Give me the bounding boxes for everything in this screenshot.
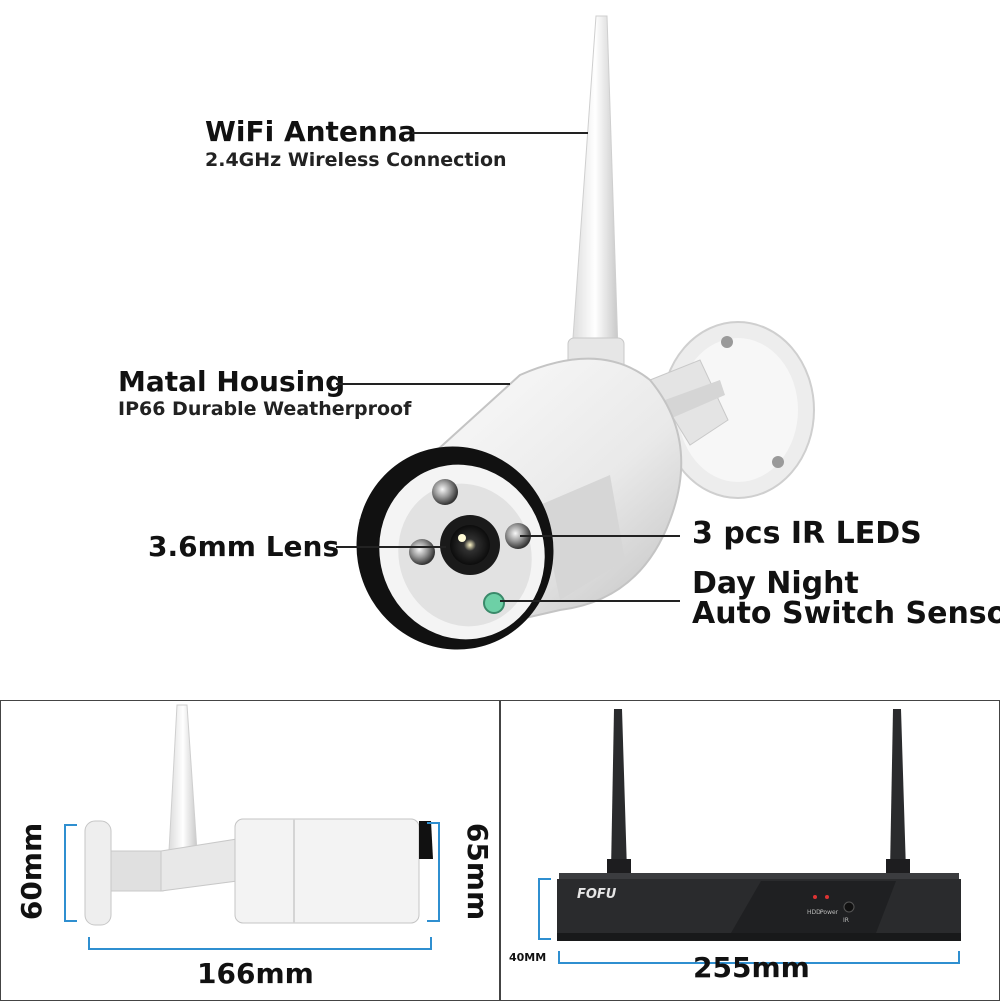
housing-leader-line (336, 383, 510, 385)
sensor-callout-line1: Day Night (692, 566, 859, 601)
hero-section: WiFi Antenna 2.4GHz Wireless Connection … (118, 15, 1000, 650)
nvr-indicator-ir: IR (843, 917, 849, 924)
antenna-callout-sub: 2.4GHz Wireless Connection (205, 149, 507, 171)
antenna-callout-title: WiFi Antenna (205, 115, 417, 148)
camera-height-left: 60mm (15, 822, 49, 921)
antenna-leader-line (412, 132, 588, 134)
sensor-callout-line2: Auto Switch Sensor (692, 596, 1000, 631)
nvr-dimension-panel: FOFU HDD Power IR 40MM 255mm (500, 700, 1000, 1001)
sensor-leader-line (500, 600, 680, 602)
nvr-height: 40MM (509, 951, 547, 964)
lens-leader-line (336, 546, 446, 548)
camera-dimension-panel: 60mm 65mm 166mm (0, 700, 500, 1001)
housing-callout-sub: IP66 Durable Weatherproof (118, 398, 412, 420)
nvr-indicator-power: Power (820, 909, 839, 916)
nvr-illustration (538, 709, 961, 964)
camera-length: 166mm (197, 957, 314, 990)
antenna (567, 15, 625, 373)
wall-mount (649, 321, 815, 499)
nvr-width: 255mm (693, 951, 810, 984)
ir-leds-leader-line (520, 535, 680, 537)
camera-side-view (64, 704, 440, 950)
housing-callout-title: Matal Housing (118, 365, 346, 398)
ir-leds-callout: 3 pcs IR LEDS (692, 516, 922, 551)
nvr-indicator-hdd: HDD (807, 909, 821, 916)
lens-callout: 3.6mm Lens (148, 530, 340, 563)
camera-height-right: 65mm (461, 822, 495, 921)
camera-body (356, 357, 683, 650)
camera-illustration (356, 15, 815, 650)
nvr-brand: FOFU (577, 887, 617, 902)
